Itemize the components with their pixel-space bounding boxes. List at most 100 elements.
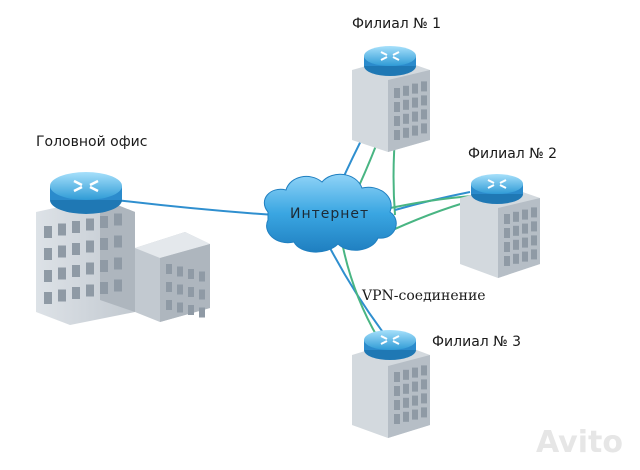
building-window	[394, 400, 400, 410]
branch3-building	[352, 342, 430, 438]
building-window	[513, 225, 519, 236]
router-branch1-icon	[364, 46, 416, 76]
building-window	[166, 264, 172, 274]
building-window	[72, 265, 80, 277]
building-window	[100, 238, 108, 250]
building-window	[44, 248, 52, 260]
building-window	[522, 223, 528, 234]
building-window	[421, 379, 427, 390]
link-head-office	[115, 199, 276, 216]
building-window	[86, 240, 94, 253]
building-window	[86, 262, 94, 275]
building-window	[177, 266, 183, 277]
building-window	[86, 284, 94, 297]
building-window	[531, 249, 537, 260]
building-window	[58, 245, 66, 258]
building-window	[412, 125, 418, 136]
building-window	[166, 300, 172, 310]
router-head-office-icon	[50, 172, 122, 214]
building-window	[188, 269, 194, 279]
branch2-building	[460, 186, 540, 278]
building-window	[58, 223, 66, 236]
building-window	[177, 302, 183, 313]
building-window	[177, 284, 183, 295]
building-window	[421, 123, 427, 134]
building-window	[100, 216, 108, 228]
building-window	[513, 253, 519, 264]
building-window	[394, 88, 400, 98]
label-internet: Интернет	[290, 206, 370, 222]
building-window	[421, 95, 427, 106]
building-window	[403, 369, 409, 380]
building-window	[394, 414, 400, 424]
building-window	[166, 282, 172, 292]
building-window	[421, 393, 427, 404]
building-window	[403, 85, 409, 96]
building-window	[44, 270, 52, 282]
building-window	[72, 243, 80, 255]
label-head-office: Головной офис	[36, 134, 148, 150]
router-branch2-icon	[471, 174, 523, 204]
building-window	[412, 111, 418, 122]
building-window	[72, 287, 80, 299]
building-window	[100, 260, 108, 272]
avito-watermark: Avito	[536, 425, 623, 460]
building-window	[100, 282, 108, 294]
building-window	[394, 116, 400, 126]
internet-cloud	[263, 173, 397, 253]
building-window	[403, 383, 409, 394]
building-window	[522, 209, 528, 220]
building-window	[412, 409, 418, 420]
building-window	[199, 307, 205, 318]
building-window	[394, 130, 400, 140]
building-window	[504, 256, 510, 266]
label-branch2: Филиал № 2	[468, 146, 558, 162]
label-branch1: Филиал № 1	[352, 16, 442, 32]
building-window	[72, 221, 80, 233]
building-window	[403, 397, 409, 408]
building-window	[504, 214, 510, 224]
building-window	[114, 213, 122, 226]
building-window	[522, 251, 528, 262]
building-window	[531, 207, 537, 218]
branch1-building	[352, 58, 430, 152]
building-window	[531, 221, 537, 232]
building-window	[421, 407, 427, 418]
building-window	[513, 211, 519, 222]
building-window	[421, 109, 427, 120]
building-window	[522, 237, 528, 248]
building-window	[188, 305, 194, 315]
building-window	[199, 271, 205, 282]
building-window	[199, 289, 205, 300]
building-window	[58, 267, 66, 280]
building-window	[403, 127, 409, 138]
building-window	[394, 372, 400, 382]
building-window	[86, 218, 94, 231]
building-window	[188, 287, 194, 297]
building-window	[513, 239, 519, 250]
building-window	[412, 395, 418, 406]
head-office-building	[36, 198, 210, 325]
building-window	[403, 113, 409, 124]
building-window	[412, 367, 418, 378]
building-window	[504, 228, 510, 238]
building-window	[421, 365, 427, 376]
building-window	[403, 99, 409, 110]
building-window	[531, 235, 537, 246]
label-branch3: Филиал № 3	[432, 334, 522, 350]
building-window	[421, 81, 427, 92]
building-window	[394, 386, 400, 396]
router-branch3-icon	[364, 330, 416, 360]
building-window	[114, 279, 122, 292]
building-window	[412, 97, 418, 108]
building-window	[58, 289, 66, 302]
building-window	[412, 83, 418, 94]
building-window	[504, 242, 510, 252]
building-window	[44, 292, 52, 304]
building-window	[44, 226, 52, 238]
label-vpn: VPN-соединение	[362, 288, 486, 304]
building-window	[114, 257, 122, 270]
building-window	[394, 102, 400, 112]
